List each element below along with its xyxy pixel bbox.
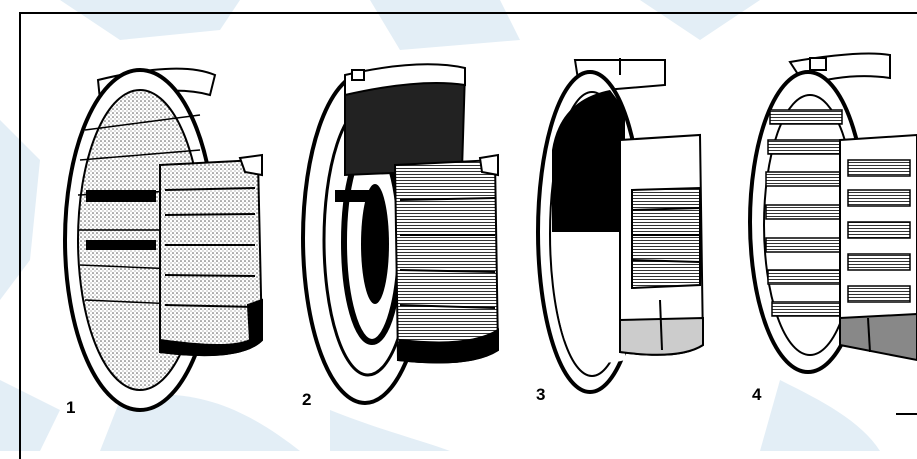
bearing-4-icon (748, 52, 917, 374)
corner-tick (896, 413, 917, 415)
bearing-2-icon (301, 63, 500, 405)
bearing-label-4: 4 (752, 385, 762, 404)
bearing-label-3: 3 (536, 385, 545, 404)
bearing-label-2: 2 (302, 390, 311, 409)
bearing-1-icon (63, 67, 264, 412)
bearing-3-icon (536, 58, 705, 394)
bearing-label-1: 1 (66, 398, 75, 417)
figure-frame (19, 12, 917, 459)
